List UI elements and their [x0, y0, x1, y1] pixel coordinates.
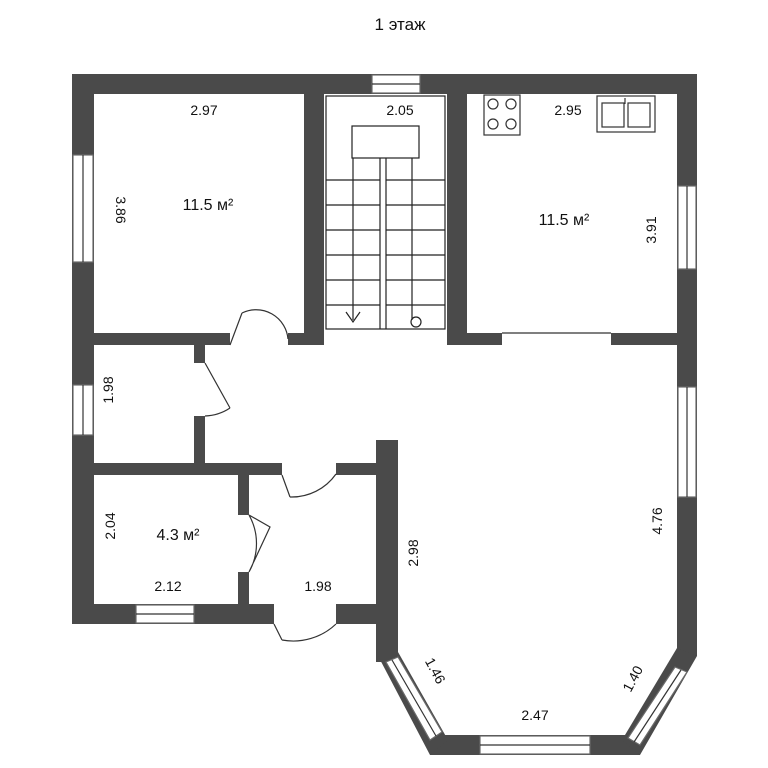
bay-left-label: 1.46: [422, 655, 449, 687]
storage-height-label: 1.98: [100, 376, 116, 403]
bathroom-width-label: 2.12: [154, 578, 181, 594]
windows: [72, 74, 697, 755]
bay-right-label: 1.40: [619, 663, 646, 695]
living-right-height-label: 4.76: [649, 507, 665, 534]
entrance-width-label: 1.98: [304, 578, 331, 594]
bedroom-height-label: 3.86: [113, 196, 129, 223]
kitchen-fixtures: [483, 94, 656, 136]
exterior-walls: [72, 74, 697, 755]
bedroom-area-label: 11.5 м²: [183, 197, 234, 214]
kitchen-width-label: 2.95: [554, 102, 581, 118]
stairwell-width-label: 2.05: [386, 102, 413, 118]
sink-icon: [596, 95, 656, 133]
living-left-height-label: 2.98: [405, 539, 421, 566]
staircase: [325, 95, 446, 330]
kitchen-height-label: 3.91: [643, 216, 659, 243]
stair-start-icon: [410, 316, 422, 328]
floor-title: 1 этаж: [375, 15, 427, 34]
doors: [204, 309, 337, 642]
interior-walls: [72, 74, 697, 624]
bathroom-height-label: 2.04: [102, 512, 118, 539]
bedroom-width-label: 2.97: [190, 102, 217, 118]
bathroom-area-label: 4.3 м²: [156, 527, 200, 544]
bay-bottom-label: 2.47: [521, 707, 548, 723]
stair-arrow-icon: [345, 311, 361, 324]
kitchen-area-label: 11.5 м²: [539, 212, 590, 229]
stove-icon: [483, 94, 521, 136]
